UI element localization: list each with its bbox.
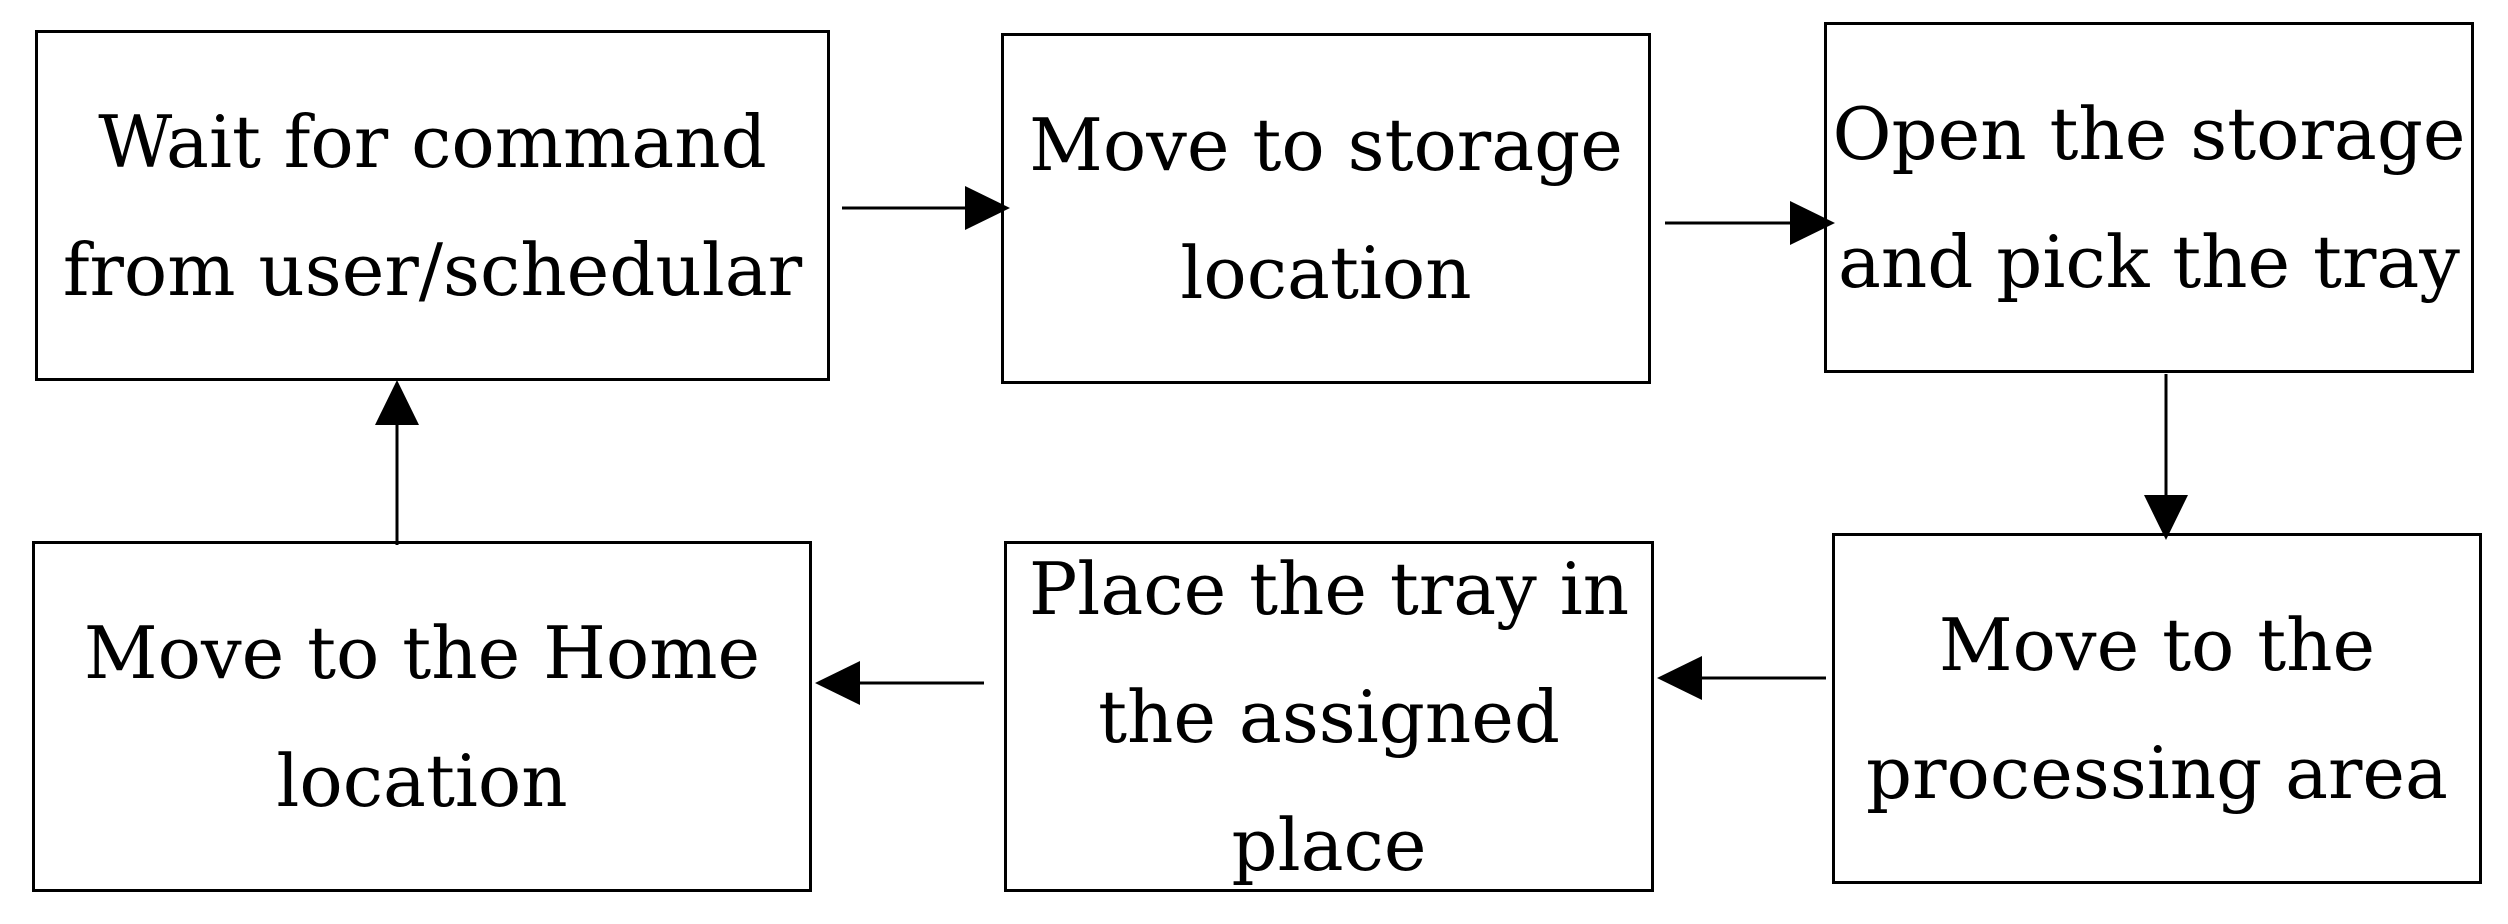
arrow-home-to-wait [375,380,419,545]
arrow-pick-to-processing [2144,374,2188,540]
step-open-storage-pick-tray: Open the storage and pick the tray [1824,22,2474,373]
step-place-tray-label: Place the tray in the assigned place [1028,546,1630,887]
step-move-to-home: Move to the Home location [32,541,812,892]
step-move-to-processing-area-label: Move to the processing area [1866,602,2448,815]
step-wait-for-command-label: Wait for command from user/schedular [62,99,803,312]
step-open-storage-pick-tray-label: Open the storage and pick the tray [1832,91,2466,304]
arrow-wait-to-storage [842,186,1010,230]
arrow-storage-to-pick [1665,201,1835,245]
step-move-to-storage: Move to storage location [1001,33,1651,384]
arrow-place-to-home [815,661,984,705]
arrow-processing-to-place [1657,656,1826,700]
step-wait-for-command: Wait for command from user/schedular [35,30,830,381]
step-place-tray: Place the tray in the assigned place [1004,541,1654,892]
step-move-to-processing-area: Move to the processing area [1832,533,2482,884]
step-move-to-home-label: Move to the Home location [83,610,761,823]
step-move-to-storage-label: Move to storage location [1029,102,1623,315]
